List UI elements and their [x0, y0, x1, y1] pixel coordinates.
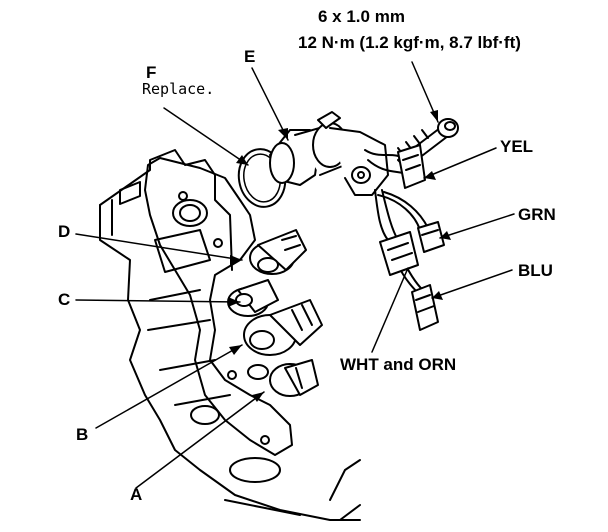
leader-f — [163, 107, 249, 166]
connector-blu — [411, 284, 439, 331]
solenoid-c — [227, 279, 279, 317]
leader-b — [95, 344, 243, 429]
leader-lines — [75, 61, 515, 489]
solenoid-b — [243, 299, 323, 356]
solenoid-a — [247, 359, 319, 397]
label-f: F — [146, 63, 157, 82]
connector-yel — [397, 144, 426, 189]
solenoid-e — [269, 111, 389, 196]
leader-wht-orn — [371, 267, 409, 353]
leader-grn — [439, 213, 515, 239]
label-a: A — [130, 485, 143, 504]
label-yel: YEL — [500, 137, 534, 156]
leader-blu — [431, 269, 513, 299]
transmission-housing — [99, 149, 361, 521]
label-f-note: Replace. — [142, 80, 215, 98]
arrowheads — [228, 110, 451, 402]
leader-c — [75, 299, 241, 303]
label-d: D — [58, 222, 71, 241]
leader-e — [251, 67, 289, 141]
label-wht-orn: WHT and ORN — [340, 355, 457, 374]
spec-line-2: 12 N·m (1.2 kgf·m, 8.7 lbf·ft) — [298, 33, 521, 52]
solenoid-d — [249, 229, 307, 275]
leader-d — [75, 233, 243, 261]
label-e: E — [244, 47, 256, 66]
connector-wht-orn — [379, 231, 419, 276]
leader-a — [135, 391, 265, 489]
label-b: B — [76, 425, 89, 444]
label-blu: BLU — [518, 261, 553, 280]
connector-grn — [417, 221, 445, 253]
label-grn: GRN — [518, 205, 556, 224]
leader-yel — [423, 147, 497, 179]
label-c: C — [58, 290, 71, 309]
cover-plate — [144, 157, 293, 456]
spec-line-1: 6 x 1.0 mm — [318, 7, 405, 26]
